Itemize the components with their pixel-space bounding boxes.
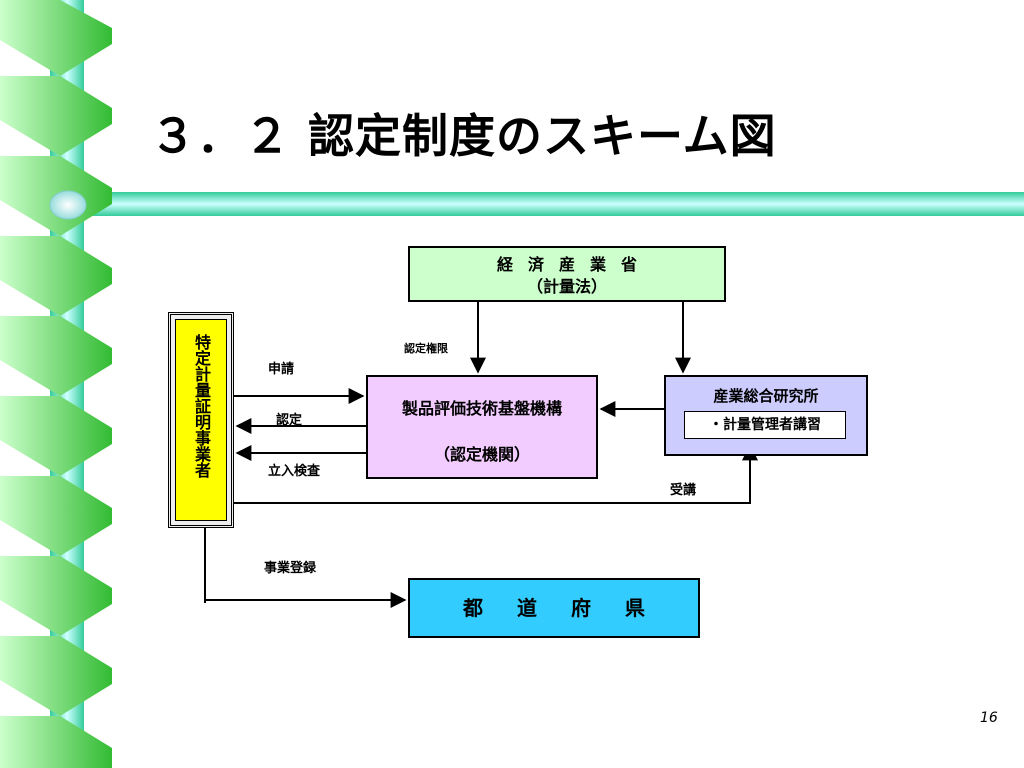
prefecture-box: 都道府県 xyxy=(408,578,700,638)
business-box: 特定計量証明事業者 xyxy=(168,312,234,528)
nite-sublabel: （認定機関） xyxy=(433,445,530,464)
aist-course-box: ・計量管理者講習 xyxy=(684,411,846,439)
label-attend: 受講 xyxy=(670,483,697,498)
title-rule xyxy=(60,192,1024,216)
left-ribbon xyxy=(0,0,112,768)
meti-label: 経済産業省 xyxy=(496,255,652,274)
label-register: 事業登録 xyxy=(264,561,317,576)
meti-sublabel: （計量法） xyxy=(526,277,607,296)
label-apply: 申請 xyxy=(268,362,295,377)
arrow-attend xyxy=(234,444,758,504)
nite-label: 製品評価技術基盤機構 xyxy=(401,399,562,418)
label-inspect: 立入検査 xyxy=(268,464,321,479)
label-certify: 認定 xyxy=(276,413,303,428)
aist-box: 産業総合研究所 ・計量管理者講習 xyxy=(664,375,868,456)
rule-knob xyxy=(49,190,87,220)
label-authority: 認定権限 xyxy=(404,342,448,355)
aist-label: 産業総合研究所 xyxy=(713,387,819,405)
slide-title: ３．２ 認定制度のスキーム図 xyxy=(150,109,777,163)
business-box-fill: 特定計量証明事業者 xyxy=(175,319,227,521)
meti-box: 経済産業省 （計量法） xyxy=(408,246,726,302)
business-label: 特定計量証明事業者 xyxy=(192,334,211,478)
page-number: 16 xyxy=(980,710,998,726)
nite-box: 製品評価技術基盤機構 （認定機関） xyxy=(366,375,598,479)
